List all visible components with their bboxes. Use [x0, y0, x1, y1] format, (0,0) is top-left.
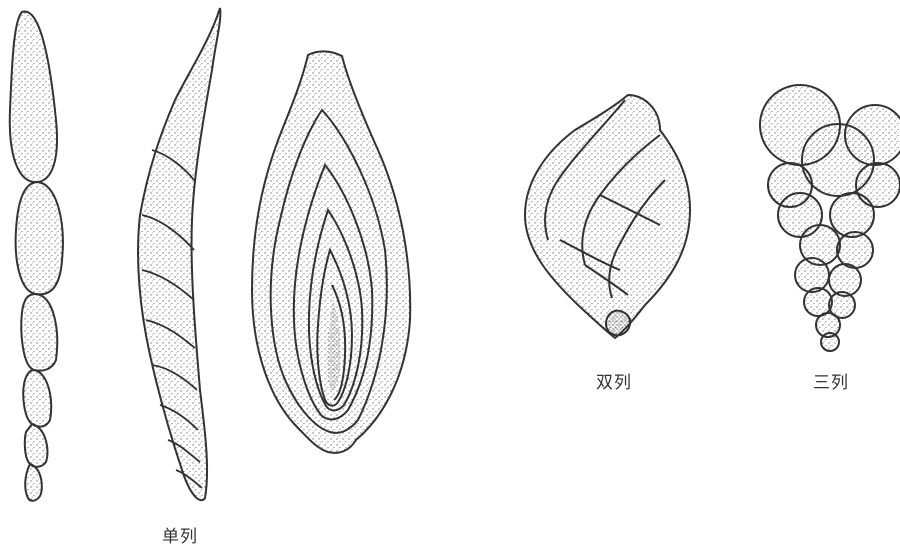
biserial-specimen — [525, 95, 690, 338]
uniserial-caption: 单列 — [162, 527, 198, 547]
uniserial-chain-specimen — [10, 12, 63, 501]
triserial-caption: 三列 — [813, 373, 849, 393]
biserial-caption: 双列 — [596, 373, 632, 393]
uniserial-twisted-specimen — [138, 8, 220, 500]
uniserial-nested-chambers-specimen — [252, 51, 410, 452]
triserial-specimen — [760, 85, 900, 351]
